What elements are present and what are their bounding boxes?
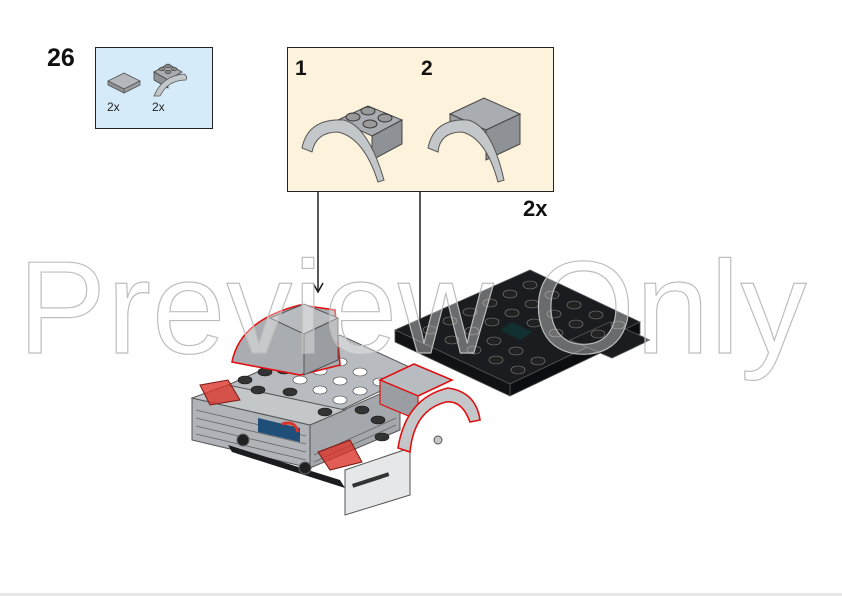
mudguard-with-studs-icon	[301, 105, 404, 183]
sub-step-label: 1	[295, 57, 307, 80]
mudguard-with-tile-icon	[427, 97, 522, 183]
sub-step-label: 2	[421, 57, 433, 80]
mudguard-plate-icon	[153, 63, 188, 97]
parts-list-graphics	[107, 63, 188, 97]
step-number: 26	[47, 44, 75, 72]
placed-mudguard-left	[231, 303, 341, 376]
part-qty: 2x	[107, 100, 120, 114]
callout-arrow-2	[414, 192, 426, 332]
parts-list-box: 2x 2x	[95, 47, 213, 129]
black-chassis-plate	[394, 269, 651, 397]
placed-mudguard-right	[378, 363, 481, 454]
sub-assembly-box: 1 2	[287, 47, 554, 192]
sub-assembly-multiplier: 2x	[523, 196, 548, 221]
callout-arrow-1	[312, 192, 324, 294]
part-qty: 2x	[152, 100, 165, 114]
gray-car-front	[190, 334, 422, 516]
tile-2x2-icon	[107, 72, 141, 94]
page-bottom-rule	[0, 593, 842, 596]
sub-assembly-graphics	[301, 97, 522, 183]
